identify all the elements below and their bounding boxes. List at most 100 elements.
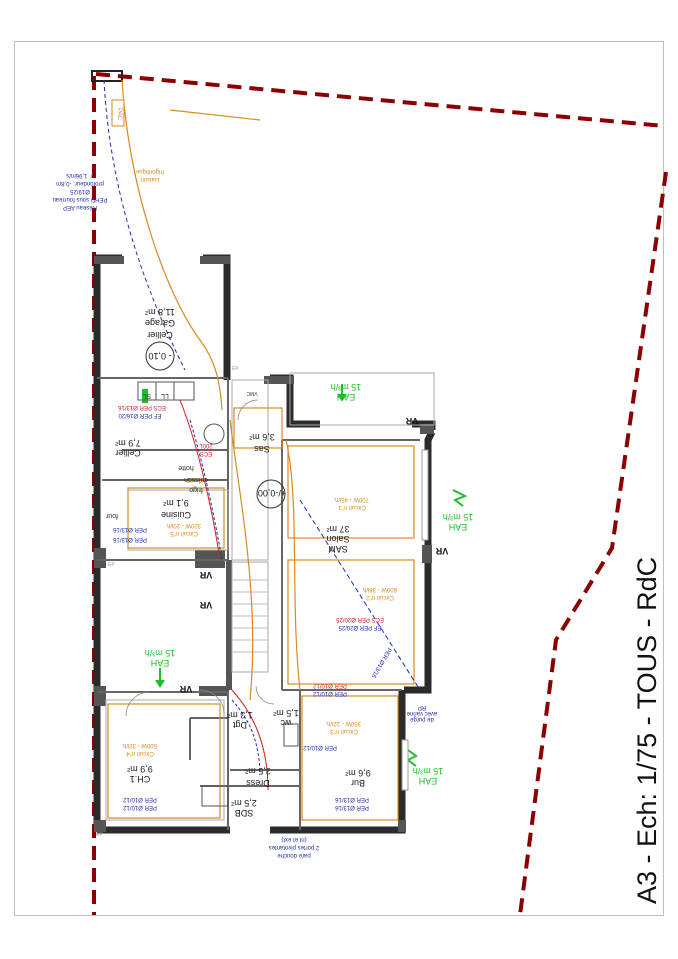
per-ch1-1: PER Ø10/12 bbox=[122, 804, 156, 810]
circuit5-line2: 320W - 20l/h bbox=[167, 522, 201, 528]
hot-water-lines bbox=[179, 399, 269, 791]
room-sdb-area: 2,5 m² bbox=[231, 798, 257, 808]
vr-label-5: VR bbox=[179, 684, 192, 694]
eah-label-3: EAH bbox=[151, 658, 170, 668]
rp-line2: avec vanne bbox=[406, 710, 437, 716]
level-garage: - 0,10 bbox=[148, 351, 171, 361]
per-bur-2: PER Ø13/16 bbox=[334, 796, 368, 802]
room-ch1-name: CH.1 bbox=[130, 774, 151, 784]
ep-label-3: EP bbox=[96, 832, 103, 838]
douche-line2: 2 portes pivotantes bbox=[269, 844, 320, 850]
reseau-line5: v: 1,96m/s bbox=[66, 172, 94, 178]
window-bur bbox=[401, 739, 409, 791]
room-wc-area: 1,5 m² bbox=[273, 708, 299, 718]
eah-rate-3: 15 m³/h bbox=[145, 648, 176, 658]
room-dress-name: Dress bbox=[246, 778, 270, 788]
room-sdb-name: SDB bbox=[235, 808, 254, 818]
per-bur-1: PER Ø13/16 bbox=[334, 804, 368, 810]
room-garage-area: 11,8 m² bbox=[145, 307, 175, 317]
heating-circuits bbox=[107, 79, 415, 821]
circuit3-line2: 350W - 22l/h bbox=[327, 720, 361, 726]
rp-line1: RP bbox=[418, 704, 426, 710]
ecs-200l-label: 200L bbox=[199, 442, 213, 448]
per-wc-1: PER Ø10/12 bbox=[312, 690, 346, 696]
reseau-line2: PEHD sous fourreau bbox=[52, 196, 107, 202]
ef-per-salon: EF PER Ø20/25 bbox=[338, 624, 382, 630]
hotte-label: hotte bbox=[178, 464, 194, 471]
douche-line1: pare douche bbox=[277, 852, 311, 858]
eah-rate-2: 15 m³/h bbox=[443, 512, 474, 522]
per-bur-3: PER Ø10/12 bbox=[302, 744, 336, 750]
corner-marker bbox=[91, 70, 123, 82]
rp-line3: de purge bbox=[409, 716, 433, 722]
drawing-frame bbox=[14, 41, 664, 916]
vr-label-1: VR bbox=[405, 416, 418, 426]
ep-label-2: EP bbox=[108, 562, 115, 568]
ll-label: LL bbox=[161, 392, 169, 399]
circuit2-line1: Circuit n°2 bbox=[365, 594, 393, 600]
room-sas-area: 3,6 m² bbox=[249, 432, 275, 442]
eah-label-4: EAH bbox=[419, 776, 438, 786]
circuit3-line1: Circuit n°3 bbox=[329, 728, 357, 734]
douche-line3: (nt et ext) bbox=[281, 836, 306, 842]
drawing-title: A3 - Ech: 1/75 - TOUS - RdC bbox=[632, 557, 662, 904]
eah-label-1: EAH bbox=[337, 392, 356, 402]
vr-label-2: VR bbox=[435, 546, 448, 556]
room-cuisine-area: 9,1 m² bbox=[163, 498, 189, 508]
room-salon-name: Salon bbox=[326, 534, 349, 544]
room-dgt-name: Dgt bbox=[233, 720, 248, 730]
per-cuisine-1: PER Ø13/16 bbox=[112, 536, 146, 542]
room-bur-area: 9,6 m² bbox=[345, 768, 371, 778]
level-circle-main bbox=[256, 479, 286, 509]
circuit5-line1: Circuit n°5 bbox=[169, 530, 197, 536]
eah-rate-1: 15 m³/h bbox=[331, 382, 362, 392]
room-ch1-area: 9,9 m² bbox=[127, 764, 153, 774]
circuit1-line2: 700W - 45l/h bbox=[335, 496, 369, 502]
room-cellier-area: 7,9 m² bbox=[115, 438, 141, 448]
room-cellier-name: Cellier bbox=[115, 448, 141, 458]
circuit2-line2: 600W - 38l/h bbox=[363, 586, 397, 592]
room-salon-sam: SAM bbox=[328, 544, 348, 554]
circuit1-line1: Circuit n°1 bbox=[337, 504, 365, 510]
door-swings bbox=[125, 399, 275, 717]
vr-label-3: VR bbox=[199, 570, 212, 580]
per-wc-2: PER Ø10/12 bbox=[312, 682, 346, 688]
ecs-per-top: ECS PER Ø13/16 bbox=[117, 404, 165, 410]
pac-box bbox=[111, 99, 125, 127]
room-dgt-area: 1,3 m² bbox=[227, 710, 253, 720]
cuisson-label: cuisson bbox=[184, 476, 208, 483]
ratio-label: 45/135 bbox=[186, 476, 205, 482]
reseau-line4: profondeur: -0,8m bbox=[56, 180, 104, 186]
ep-label-1: EP bbox=[232, 366, 239, 372]
stairs bbox=[232, 579, 268, 653]
reseau-line1: Réseau AEP bbox=[63, 204, 97, 210]
level-main: +/-0,00 bbox=[258, 488, 286, 498]
property-boundary bbox=[92, 72, 668, 916]
eah-rate-4: 15 m³/h bbox=[413, 766, 444, 776]
room-sas-name: Sas bbox=[254, 444, 270, 454]
circuit4-line2: 500W - 32l/h bbox=[123, 742, 157, 748]
ecs-per-salon: ECS PER Ø20/25 bbox=[335, 616, 383, 622]
per-diagonal: PER Ø13/16 bbox=[370, 646, 392, 679]
room-garage-name2: Cellier bbox=[147, 330, 173, 340]
room-dress-area: 3,5 m² bbox=[245, 766, 271, 776]
room-garage-name: Garage bbox=[145, 318, 175, 328]
room-salon-area: 37 m² bbox=[326, 524, 349, 534]
pac-label: PAC bbox=[116, 108, 122, 121]
reseau-line3: Ø19/25 bbox=[69, 188, 89, 194]
vmc-arrows bbox=[142, 384, 468, 767]
ecs-label: ECS bbox=[200, 450, 212, 456]
ef-per-top: EF PER Ø16/20 bbox=[118, 412, 162, 418]
room-bur-name: Bur bbox=[351, 778, 365, 788]
four-label: four bbox=[105, 512, 118, 519]
level-circle-garage bbox=[145, 341, 175, 371]
per-ch1-2: PER Ø10/12 bbox=[122, 796, 156, 802]
vr-label-4: VR bbox=[199, 600, 212, 610]
bay-window-salon bbox=[421, 449, 429, 541]
room-wc-name: wc bbox=[280, 718, 292, 728]
vmc-label: VMC bbox=[246, 390, 258, 396]
room-cuisine-name: Cuisine bbox=[161, 510, 191, 520]
sl-label: SL bbox=[143, 392, 152, 399]
appliances bbox=[137, 381, 299, 807]
